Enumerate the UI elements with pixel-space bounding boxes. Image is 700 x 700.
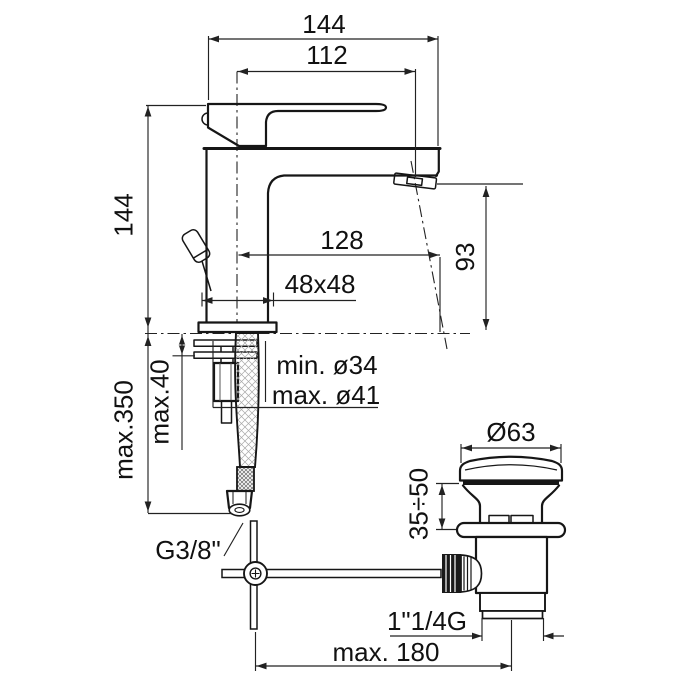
dim-hose-length: max.350 (109, 380, 139, 480)
rod-joint-screw (249, 567, 262, 580)
ball-joint-knurled-nut (442, 554, 461, 593)
faucet-body (181, 102, 442, 334)
rod-joint-cross (251, 569, 260, 578)
spout-underside (266, 174, 439, 324)
drain-flange (455, 521, 567, 539)
flexible-hose (234, 332, 260, 468)
dim-hose-thread: G3/8" (155, 535, 221, 565)
drain-body (474, 535, 549, 595)
drain-assembly (442, 455, 567, 620)
drain-cap-dome-line (464, 464, 558, 471)
dim-rod-to-drain: max. 180 (333, 637, 440, 667)
hose-nut-facets (232, 491, 247, 504)
mounting-nut-thread (219, 363, 232, 401)
dim-base-square: 48x48 (285, 269, 356, 299)
stud-end (220, 400, 233, 424)
dim-stream-reach: 128 (320, 225, 363, 255)
knurl-lines (445, 555, 456, 592)
dim-drain-height-range: 35÷50 (404, 468, 434, 540)
base-plate (197, 321, 278, 334)
supply-hose-assembly (221, 332, 442, 630)
dim-drain-cap-diameter: Ø63 (486, 417, 535, 447)
hose-crimp (236, 466, 255, 492)
mounting-hardware (193, 339, 258, 424)
lever-handle (206, 102, 388, 148)
drain-neck-left (461, 484, 482, 525)
dim-drain-thread: 1"1/4G (387, 606, 467, 636)
dim-outlet-height: 93 (450, 243, 480, 272)
dim-body-height: 144 (109, 193, 139, 236)
dim-overall-length: 144 (302, 9, 345, 39)
dim-counter-thickness: max.40 (145, 359, 175, 444)
dimensions: 144 112 128 48x48 144 max.350 max.40 min… (109, 9, 564, 671)
handle-hinge-pin (201, 112, 209, 126)
mounting-stud (220, 346, 234, 363)
drain-tailpiece (479, 592, 546, 612)
drain-neck-right (540, 484, 561, 525)
drain-cap (458, 455, 564, 482)
dim-hole-min: min. ø34 (276, 350, 377, 380)
dim-hole-max: max. ø41 (272, 380, 380, 410)
dim-spout-reach: 112 (306, 40, 347, 70)
hose-nut-bore (234, 507, 245, 513)
popup-rod-horizontal (221, 568, 442, 579)
drain-tailpiece-lip (481, 610, 544, 620)
ball-joint-ribs (463, 556, 472, 591)
hose-nut-face (228, 503, 251, 517)
